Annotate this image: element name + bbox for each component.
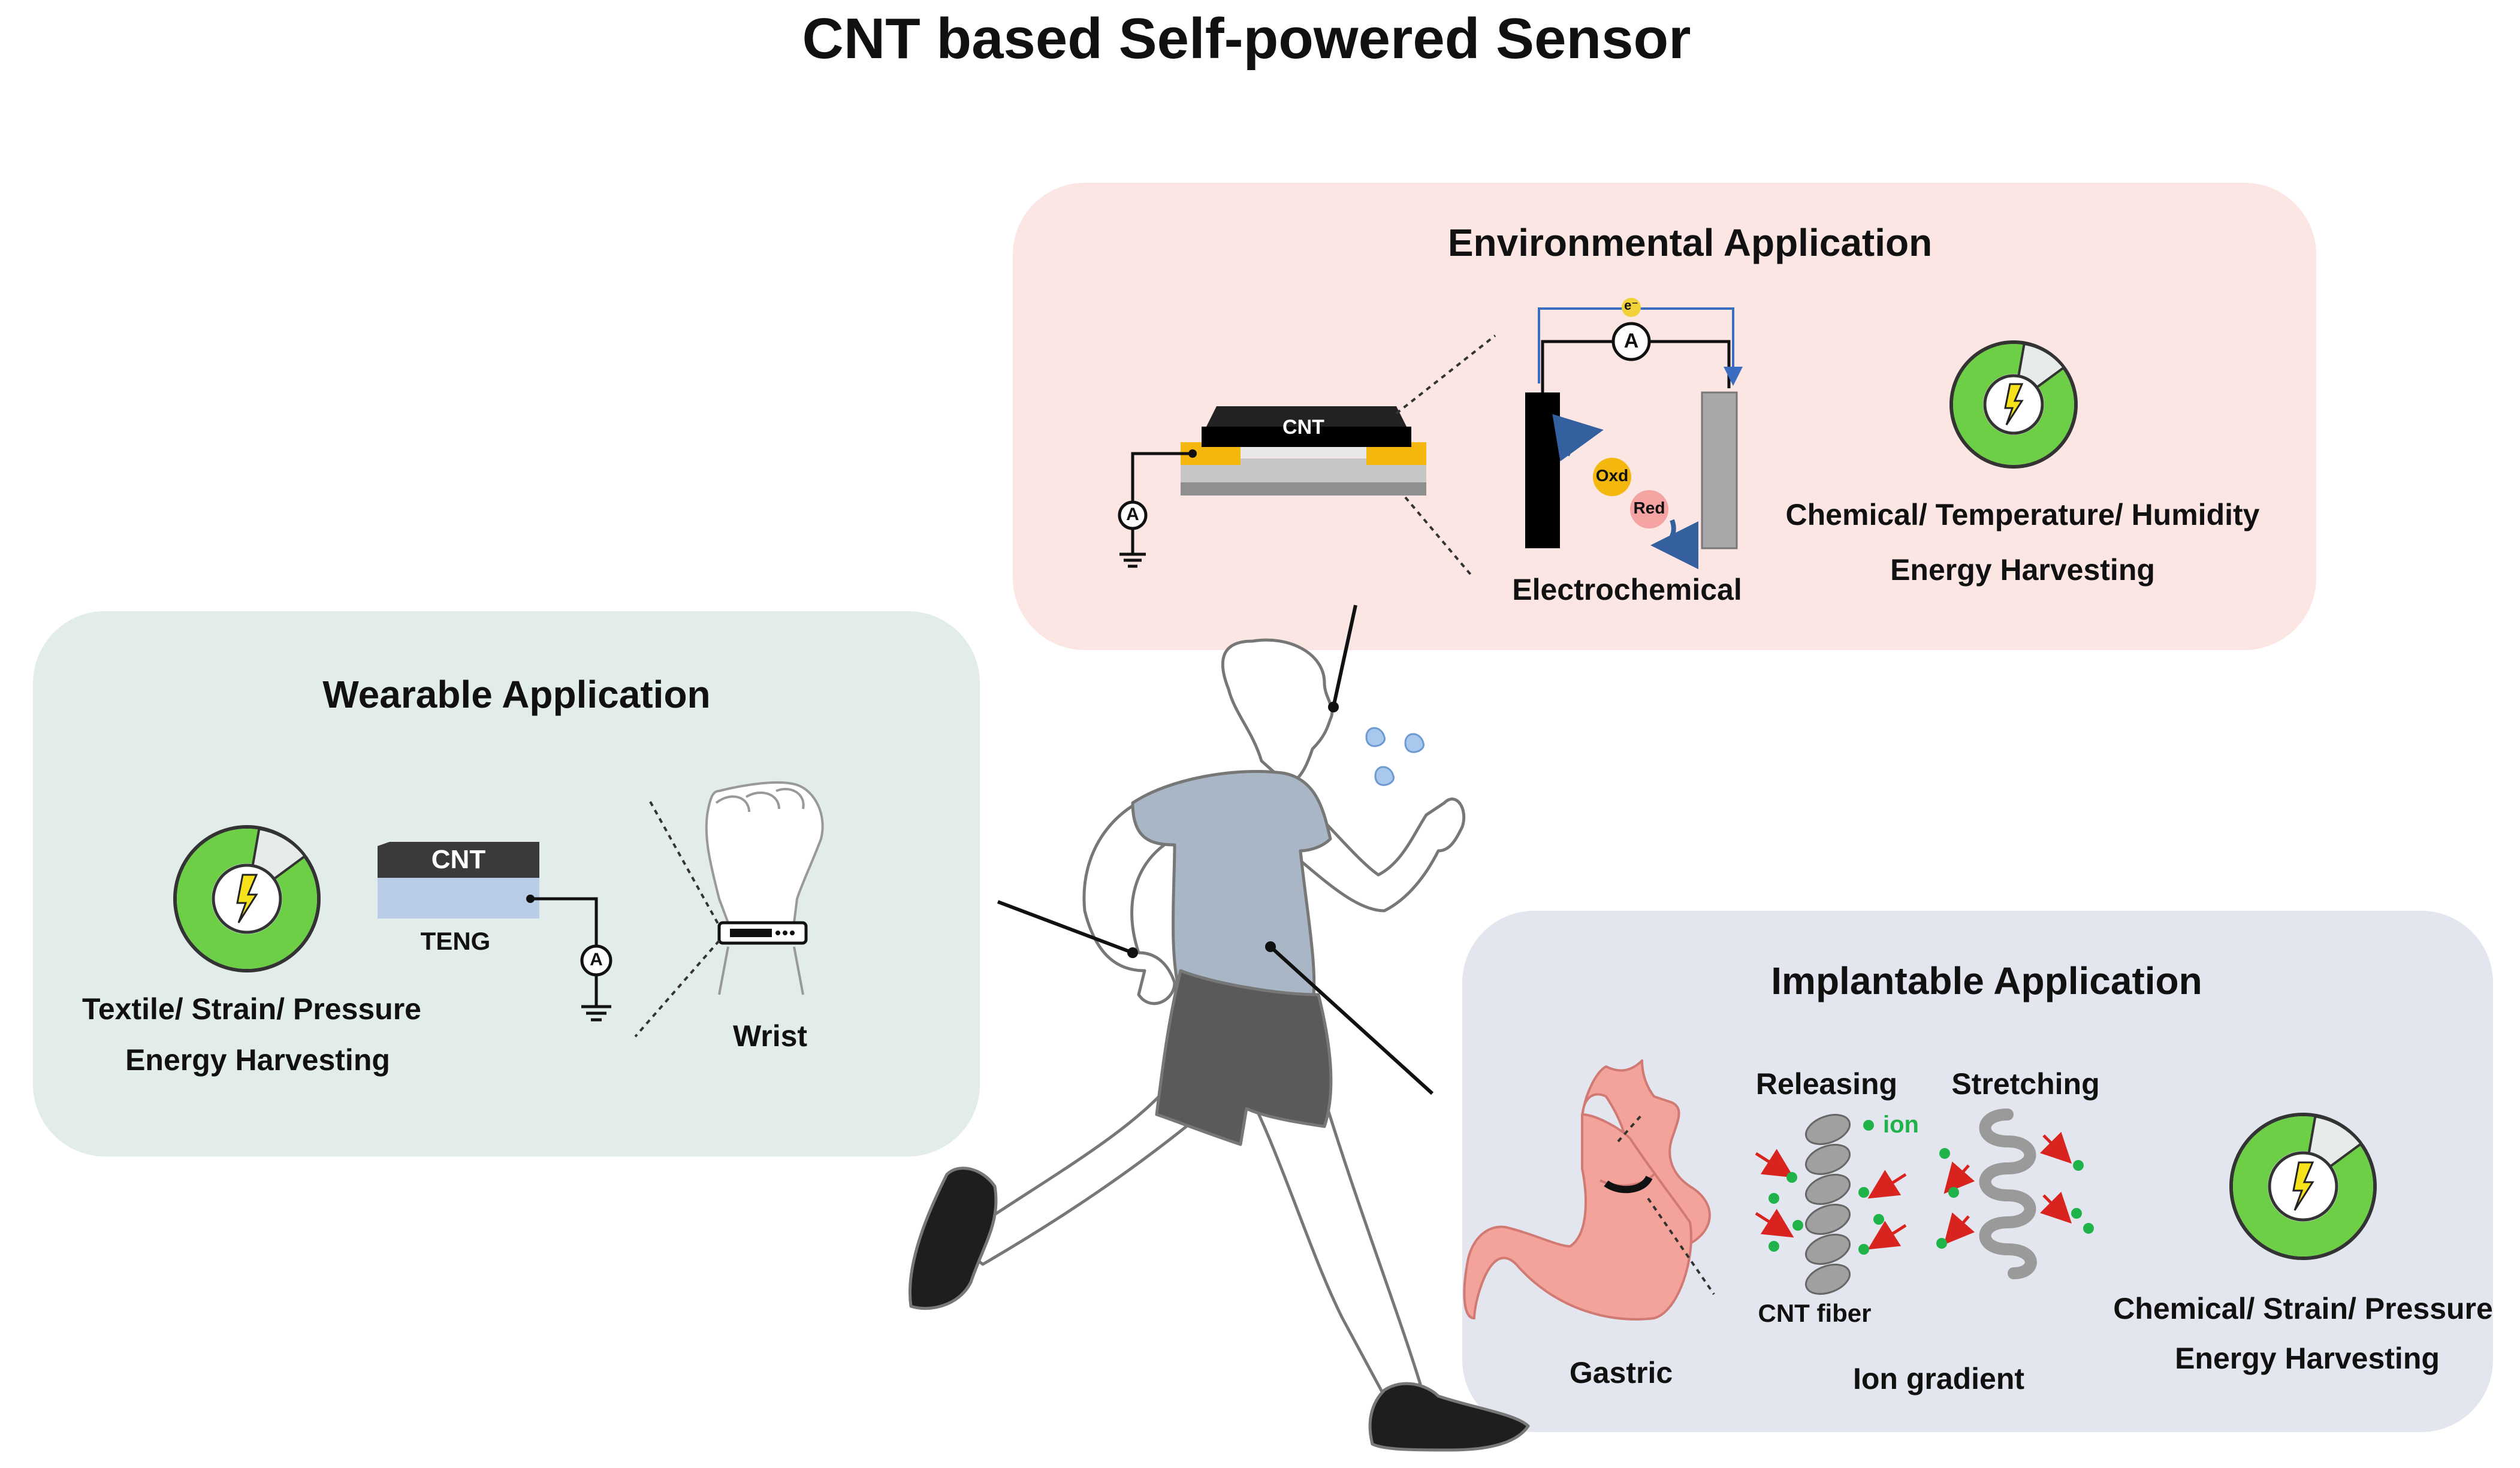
environmental-targets: Chemical/ Temperature/ Humidity — [1785, 498, 2260, 531]
stretching-spring — [1979, 1108, 2037, 1279]
electrochemical-label: Electrochemical — [1512, 573, 1742, 606]
implantable-targets: Chemical/ Strain/ Pressure — [2113, 1292, 2493, 1325]
energy-ring-wearable — [173, 825, 321, 972]
stretching-label: Stretching — [1951, 1067, 2100, 1101]
releasing-label: Releasing — [1755, 1067, 1898, 1101]
back-shoe — [908, 1167, 998, 1310]
wearable-energy: Energy Harvesting — [125, 1043, 390, 1077]
cell-ammeter-label: A — [1623, 330, 1639, 352]
ion-arrows-releasing — [1755, 1149, 1907, 1250]
wearable-title: Wearable Application — [322, 673, 711, 716]
cnt-device-label: CNT — [1282, 416, 1324, 439]
teng-cnt-label: CNT — [431, 845, 486, 874]
ions-releasing — [1768, 1172, 1884, 1255]
front-shoe — [1368, 1382, 1530, 1452]
ion-gradient-label: Ion gradient — [1852, 1362, 2025, 1395]
cell-ammeter-icon — [1611, 322, 1651, 361]
cnt-fiber-illustration — [1805, 1114, 1851, 1295]
env-ammeter-label: A — [1126, 505, 1139, 524]
implantable-energy: Energy Harvesting — [2175, 1342, 2440, 1375]
wrist-label: Wrist — [732, 1019, 808, 1053]
connector-lines — [997, 605, 1434, 1095]
shirt — [1131, 769, 1332, 1014]
energy-ring-environmental — [1949, 340, 2078, 469]
teng-label: TENG — [420, 927, 491, 955]
teng-ammeter-label: A — [590, 950, 603, 969]
breath-droplets — [1365, 727, 1425, 786]
wrist-illustration — [705, 781, 824, 995]
oxidation-label: Oxd — [1595, 466, 1629, 485]
electrochemical-cell — [1525, 298, 1743, 569]
wearable-targets: Textile/ Strain/ Pressure — [82, 992, 421, 1026]
reduction-label: Red — [1633, 499, 1665, 517]
shorts — [1155, 969, 1333, 1146]
environmental-energy: Energy Harvesting — [1890, 553, 2155, 587]
runner-figure — [908, 638, 1530, 1452]
teng-device — [378, 842, 612, 1022]
gastric-band — [1604, 1175, 1653, 1194]
environmental-title: Environmental Application — [1447, 221, 1933, 264]
ion-label: ion — [1883, 1111, 1919, 1138]
electron-label: e⁻ — [1624, 298, 1638, 313]
energy-ring-implantable — [2229, 1113, 2377, 1260]
ion-arrows-stretching — [1943, 1132, 2072, 1245]
figure-title: CNT based Self-powered Sensor — [802, 7, 1691, 71]
cnt-gas-sensor-device — [1118, 334, 1496, 576]
gastric-label: Gastric — [1569, 1356, 1673, 1390]
ions-stretching — [1936, 1148, 2094, 1249]
implantable-title: Implantable Application — [1771, 959, 2202, 1002]
stomach-illustration — [1463, 1059, 1711, 1321]
cnt-fiber-label: CNT fiber — [1758, 1299, 1872, 1327]
